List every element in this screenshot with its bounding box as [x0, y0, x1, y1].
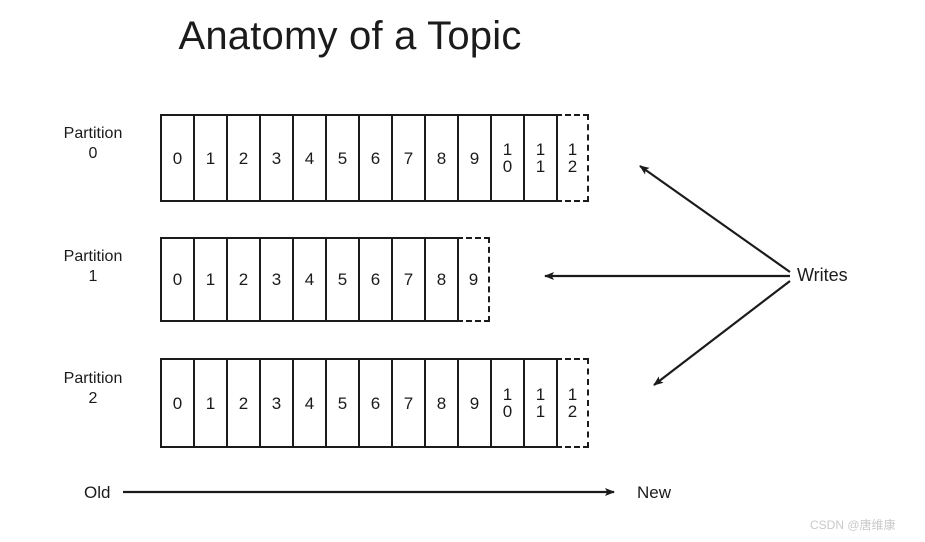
offset-cell: 1 — [193, 114, 226, 202]
offset-cell: 9 — [457, 358, 490, 448]
writes-arrow-partition-2 — [653, 280, 791, 386]
offset-cell: 8 — [424, 358, 457, 448]
partition-label-2-line1: Partition — [63, 370, 123, 387]
offset-cell: 6 — [358, 358, 391, 448]
offset-cell: 4 — [292, 237, 325, 322]
writes-label: Writes — [797, 265, 848, 285]
partition-label-0: Partition 0 — [34, 124, 152, 164]
offset-cell: 2 — [226, 237, 259, 322]
pending-offset-cell: 9 — [457, 237, 490, 322]
offset-cell: 5 — [325, 114, 358, 202]
partition-label-2: Partition 2 — [34, 369, 152, 409]
offset-cell: 7 — [391, 237, 424, 322]
axis-new-label: New — [637, 483, 672, 502]
offset-cell: 7 — [391, 358, 424, 448]
offset-cell: 5 — [325, 237, 358, 322]
partition-label-2-line2: 2 — [88, 390, 98, 407]
offset-cell: 7 — [391, 114, 424, 202]
offset-cell: 1 — [193, 358, 226, 448]
offset-cell: 8 — [424, 114, 457, 202]
partition-label-0-line2: 0 — [88, 145, 98, 162]
partition-label-1-line2: 1 — [88, 268, 98, 285]
offset-cell: 8 — [424, 237, 457, 322]
offset-cell: 4 — [292, 114, 325, 202]
axis-old-label: Old — [84, 483, 111, 502]
offset-cell: 9 — [457, 114, 490, 202]
partition-label-0-line1: Partition — [63, 125, 123, 142]
watermark: CSDN @唐维康 — [810, 518, 896, 532]
partition-label-1-line1: Partition — [63, 248, 123, 265]
writes-arrow-partition-0 — [639, 165, 791, 273]
page-title: Anatomy of a Topic — [178, 14, 522, 58]
offset-cell: 3 — [259, 237, 292, 322]
offset-cell: 2 — [226, 114, 259, 202]
offset-cell: 2 — [226, 358, 259, 448]
partition-label-1: Partition 1 — [34, 247, 152, 287]
offset-cell: 0 — [160, 358, 193, 448]
offset-cell: 6 — [358, 237, 391, 322]
offset-cell: 5 — [325, 358, 358, 448]
offset-cell: 3 — [259, 358, 292, 448]
offset-cell: 6 — [358, 114, 391, 202]
offset-cell: 4 — [292, 358, 325, 448]
offset-cell: 0 — [160, 114, 193, 202]
offset-cell: 1 — [193, 237, 226, 322]
partition-1-cells: 0 1 2 3 4 5 6 7 8 9 — [160, 237, 490, 322]
offset-cell: 0 — [160, 237, 193, 322]
offset-cell: 3 — [259, 114, 292, 202]
